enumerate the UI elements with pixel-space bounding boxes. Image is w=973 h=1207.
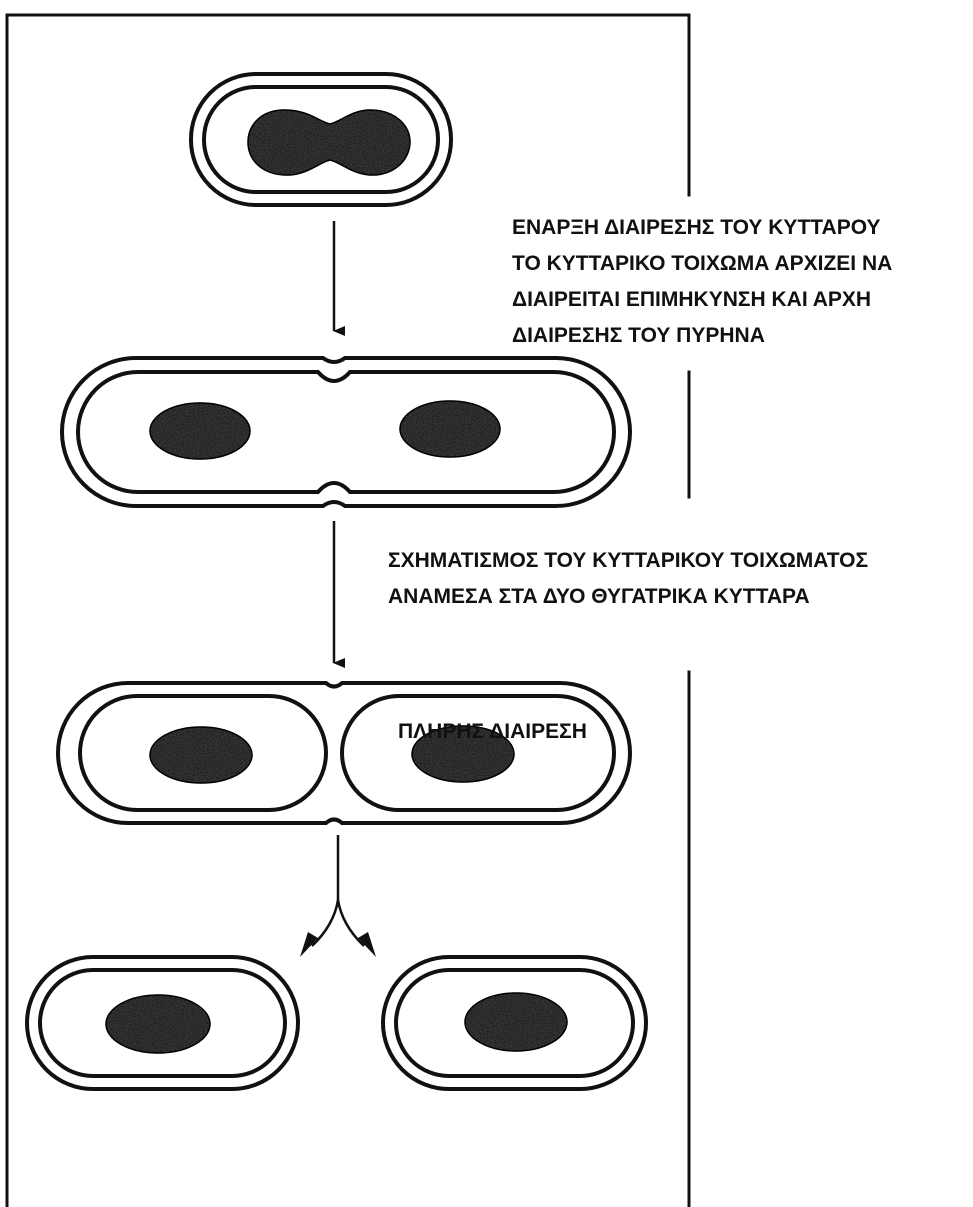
arrow-split [300,835,376,957]
stage-label-wall-formation: ΣΧΗΜΑΤΙΣΜΟΣ ΤΟΥ ΚΥΤΤΑΡΙΚΟΥ ΤΟΙΧΩΜΑΤΟΣ ΑΝ… [388,543,868,615]
cell-septum-formed [58,683,630,823]
cell-dividing-nucleus [191,74,451,205]
daughter-cell-right [383,957,646,1089]
daughter-cell-left [27,957,298,1089]
label-line: ΕΝΑΡΞΗ ΔΙΑΙΡΕΣΗΣ ΤΟΥ ΚΥΤΤΑΡΟΥ [512,210,892,246]
nucleus-left [150,727,252,783]
label-line: ΑΝΑΜΕΣΑ ΣΤΑ ΔΥΟ ΘΥΓΑΤΡΙΚΑ ΚΥΤΤΑΡΑ [388,579,868,615]
cell-outer-wall [62,358,630,506]
nucleus [106,995,210,1053]
nucleus [465,993,567,1051]
nucleus-right [400,401,500,457]
cell-elongating [62,358,630,506]
stage-label-division-start: ΕΝΑΡΞΗ ΔΙΑΙΡΕΣΗΣ ΤΟΥ ΚΥΤΤΑΡΟΥ ΤΟ ΚΥΤΤΑΡΙ… [512,210,892,354]
label-line: ΔΙΑΙΡΕΙΤΑΙ ΕΠΙΜΗΚΥΝΣΗ ΚΑΙ ΑΡΧΗ [512,282,892,318]
stage-label-complete-division: ΠΛΗΡΗΣ ΔΙΑΙΡΕΣΗ [398,714,587,750]
label-line: ΣΧΗΜΑΤΙΣΜΟΣ ΤΟΥ ΚΥΤΤΑΡΙΚΟΥ ΤΟΙΧΩΜΑΤΟΣ [388,543,868,579]
label-line: ΤΟ ΚΥΤΤΑΡΙΚΟ ΤΟΙΧΩΜΑ ΑΡΧΙΖΕΙ ΝΑ [512,246,892,282]
label-line: ΠΛΗΡΗΣ ΔΙΑΙΡΕΣΗ [398,714,587,750]
nucleus-left [150,403,250,459]
label-line: ΔΙΑΙΡΕΣΗΣ ΤΟΥ ΠΥΡΗΝΑ [512,318,892,354]
nucleus-dumbbell [248,110,410,175]
